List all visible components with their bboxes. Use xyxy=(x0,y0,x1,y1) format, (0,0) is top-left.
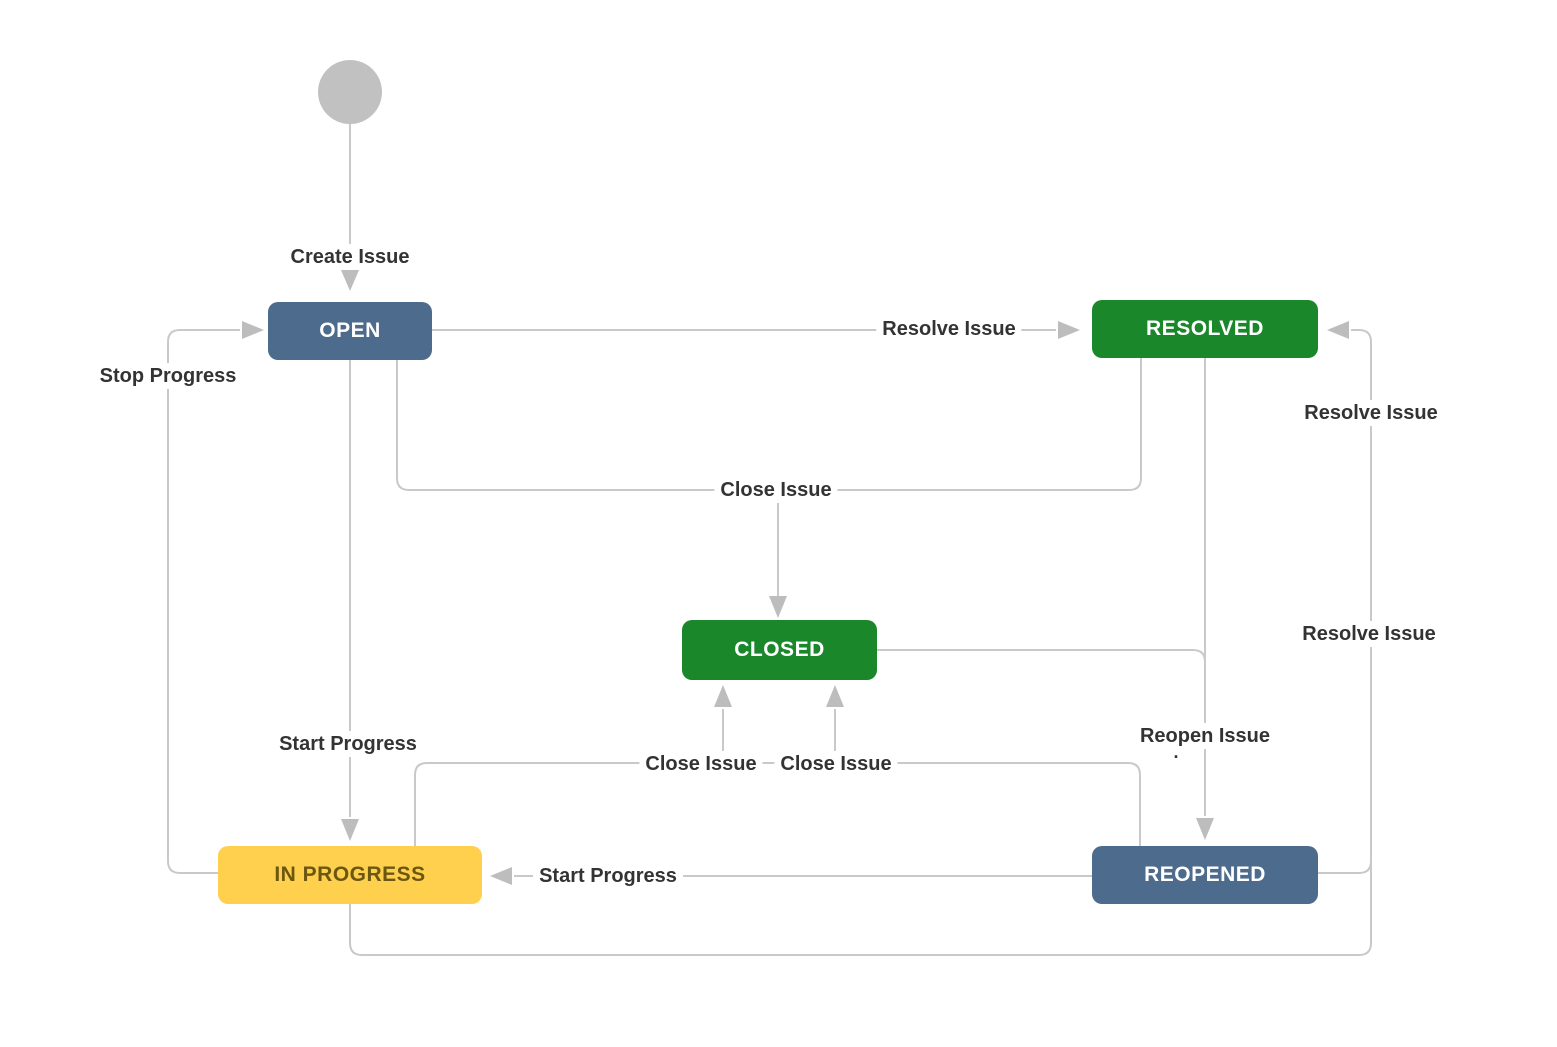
edge-inprogress-to-open xyxy=(167,329,240,874)
transition-label-resolve-issue-open[interactable]: Resolve Issue xyxy=(876,316,1022,342)
start-node-circle[interactable] xyxy=(318,60,382,124)
arrowhead-close-issue-main xyxy=(769,596,787,618)
arrowhead-resolve-issue-right xyxy=(1327,321,1349,339)
transition-label-reopen-issue[interactable]: Reopen Issue xyxy=(1133,723,1277,749)
node-reopened[interactable]: REOPENED xyxy=(1092,846,1318,904)
transition-label-resolve-issue-in-progress[interactable]: Resolve Issue xyxy=(1296,621,1442,647)
arrowhead-start-progress-open xyxy=(341,819,359,841)
edge-reopened-to-resolved xyxy=(1318,860,1372,874)
node-open[interactable]: OPEN xyxy=(268,302,432,360)
edge-open-resolved-close-issue xyxy=(396,358,1142,491)
node-closed[interactable]: CLOSED xyxy=(682,620,877,680)
edge-closed-to-reopened xyxy=(877,649,1206,663)
transition-label-close-issue-reopened[interactable]: Close Issue xyxy=(774,751,898,777)
node-in-progress[interactable]: IN PROGRESS xyxy=(218,846,482,904)
transition-label-create-issue[interactable]: Create Issue xyxy=(284,244,416,270)
arrowhead-resolve-issue-open xyxy=(1058,321,1080,339)
arrowhead-close-issue-inprogress xyxy=(714,685,732,707)
arrowhead-close-issue-reopened xyxy=(826,685,844,707)
transition-label-stop-progress[interactable]: Stop Progress xyxy=(93,363,243,389)
transition-label-start-progress-open[interactable]: Start Progress xyxy=(273,731,423,757)
transition-label-resolve-issue-reopened[interactable]: Resolve Issue xyxy=(1298,400,1444,426)
reopen-issue-secondary-marker: . xyxy=(1173,742,1179,763)
transition-label-close-issue-inprogress[interactable]: Close Issue xyxy=(639,751,763,777)
node-resolved[interactable]: RESOLVED xyxy=(1092,300,1318,358)
transition-label-close-issue-main[interactable]: Close Issue xyxy=(714,477,838,503)
arrowhead-reopen-issue xyxy=(1196,818,1214,840)
edge-inprogress-to-resolved xyxy=(349,329,1372,956)
arrowhead-start-progress-reopened xyxy=(490,867,512,885)
transition-label-start-progress-reopened[interactable]: Start Progress xyxy=(533,863,683,889)
arrowhead-create-issue xyxy=(341,270,359,291)
arrowhead-stop-progress xyxy=(242,321,264,339)
